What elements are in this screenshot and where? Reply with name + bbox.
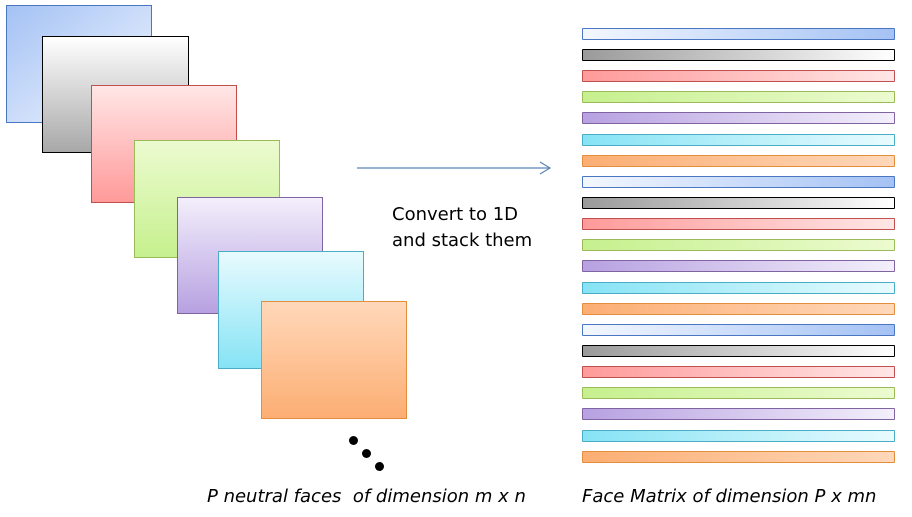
caption-faces: P neutral faces of dimension m x n bbox=[207, 486, 526, 507]
strip-cyan bbox=[582, 134, 895, 146]
strip-blue bbox=[582, 176, 895, 188]
arrow-head bbox=[539, 161, 552, 175]
strip-gray bbox=[582, 345, 895, 357]
face-orange bbox=[261, 301, 407, 419]
strip-gray bbox=[582, 49, 895, 61]
strip-red bbox=[582, 218, 895, 230]
strip-cyan bbox=[582, 430, 895, 442]
convert-label: Convert to 1D and stack them bbox=[392, 202, 532, 254]
strip-purple bbox=[582, 260, 895, 272]
strip-red bbox=[582, 70, 895, 82]
strip-green bbox=[582, 239, 895, 251]
strip-cyan bbox=[582, 282, 895, 294]
strip-blue bbox=[582, 28, 895, 40]
caption-face-matrix: Face Matrix of dimension P x mn bbox=[582, 486, 877, 507]
strip-green bbox=[582, 91, 895, 103]
strip-blue bbox=[582, 324, 895, 336]
right-arrow-icon bbox=[357, 161, 552, 175]
strip-orange bbox=[582, 451, 895, 463]
strip-purple bbox=[582, 408, 895, 420]
convert-label-line1: Convert to 1D bbox=[392, 204, 518, 225]
strip-green bbox=[582, 387, 895, 399]
strip-purple bbox=[582, 112, 895, 124]
ellipsis-dot-1 bbox=[349, 436, 358, 445]
strip-orange bbox=[582, 155, 895, 167]
ellipsis-dot-3 bbox=[375, 462, 384, 471]
convert-label-line2: and stack them bbox=[392, 230, 533, 251]
strip-red bbox=[582, 366, 895, 378]
strip-gray bbox=[582, 197, 895, 209]
strip-orange bbox=[582, 303, 895, 315]
ellipsis-dot-2 bbox=[362, 449, 371, 458]
